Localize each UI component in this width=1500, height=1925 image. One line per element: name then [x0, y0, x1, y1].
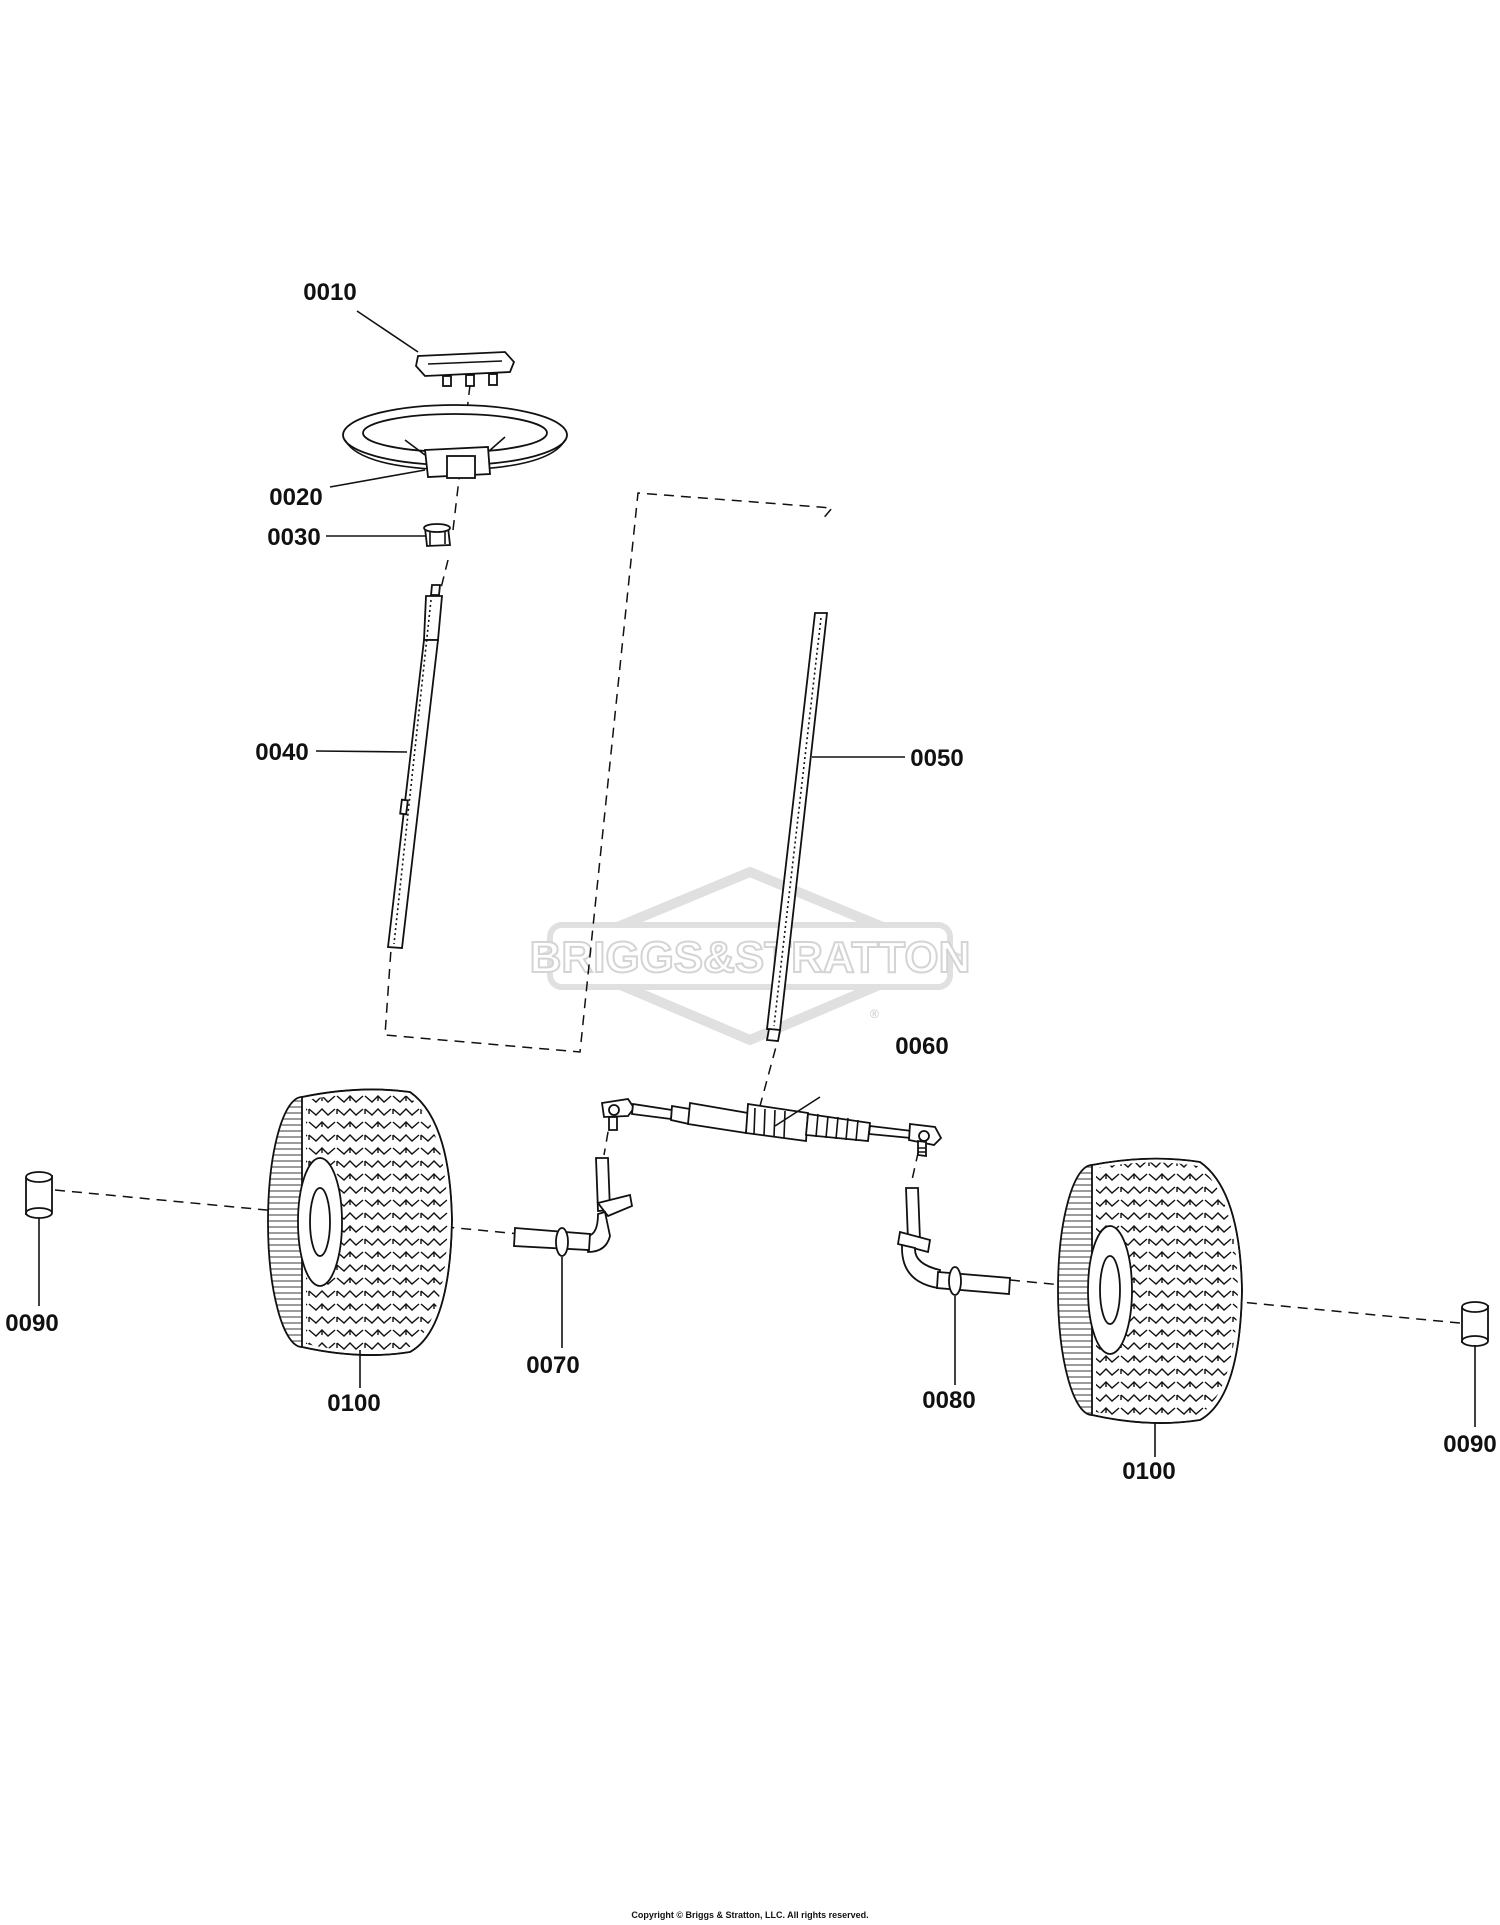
watermark-brand-text: BRIGGS&STRATTON: [530, 933, 971, 982]
callout-0050: 0050: [910, 745, 963, 772]
callout-0040: 0040: [255, 739, 308, 766]
callout-0100-right: 0100: [1122, 1458, 1175, 1485]
part-0090-left-hub-cap: [25, 1171, 53, 1219]
callout-0090-left: 0090: [5, 1310, 58, 1337]
part-0020-steering-wheel: [342, 404, 568, 479]
callout-0020: 0020: [269, 484, 322, 511]
callout-labels: 0010 0020 0030 0040 0050 0060 0070 0080 …: [5, 279, 1496, 1485]
part-0060-steering-gear-tie-rod: [600, 1098, 943, 1158]
callout-0100-left: 0100: [327, 1390, 380, 1417]
leader-lines: [38, 310, 1476, 1457]
callout-0060: 0060: [895, 1033, 948, 1060]
part-0090-right-hub-cap: [1461, 1301, 1489, 1347]
callout-0010: 0010: [303, 279, 356, 306]
part-0030-bushing: [423, 523, 452, 547]
copyright-notice: Copyright © Briggs & Stratton, LLC. All …: [631, 1910, 868, 1920]
callout-0030: 0030: [267, 524, 320, 551]
part-0010-steering-wheel-cap: [415, 351, 516, 387]
callout-0090-right: 0090: [1443, 1431, 1496, 1458]
callout-0080: 0080: [922, 1387, 975, 1414]
part-0070-left-spindle: [513, 1157, 634, 1257]
watermark-registered-mark: ®: [870, 1007, 879, 1021]
part-0040-steering-shaft: [386, 584, 443, 949]
part-0100-right-wheel: [1057, 1157, 1243, 1424]
part-0050-lower-steering-shaft: [765, 612, 829, 1042]
callout-0070: 0070: [526, 1352, 579, 1379]
briggs-stratton-watermark: BRIGGS&STRATTON ®: [529, 866, 971, 1046]
part-0100-left-wheel: [267, 1088, 453, 1356]
part-0080-right-spindle: [896, 1187, 1011, 1296]
